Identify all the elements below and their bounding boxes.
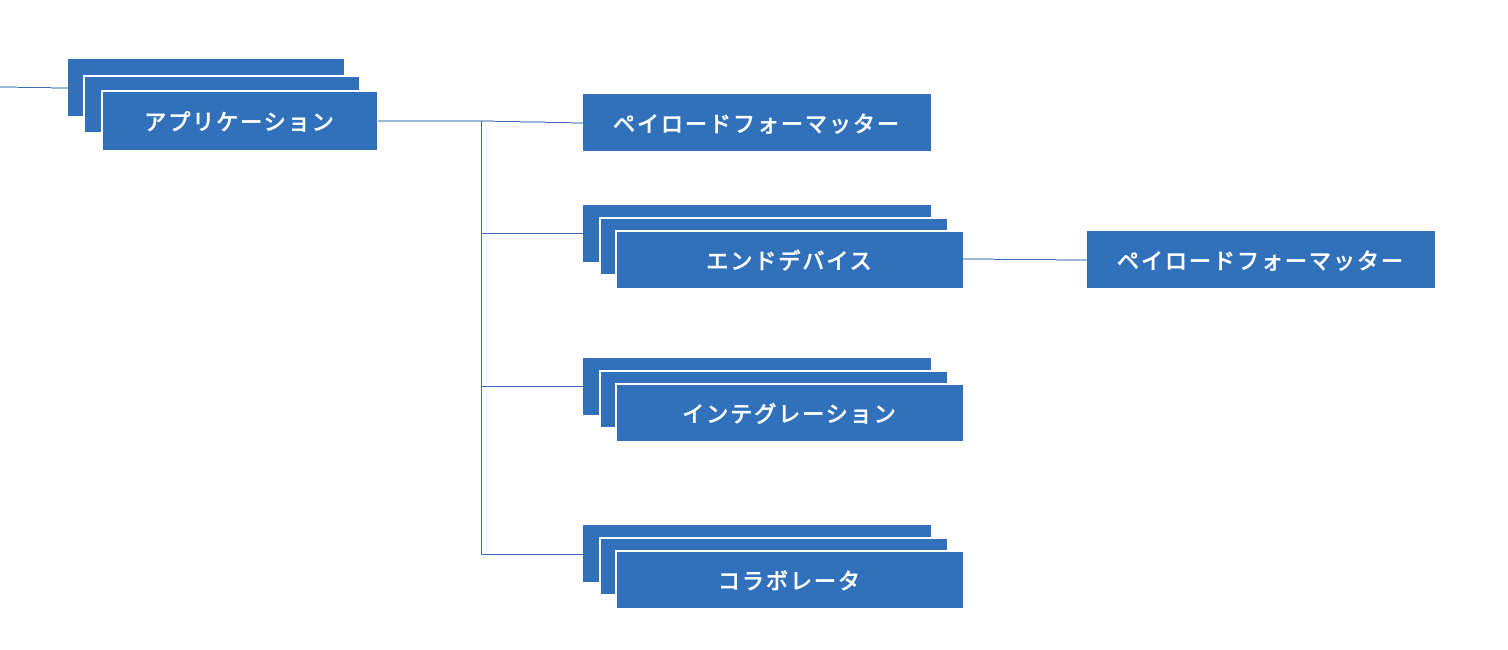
node-payload-formatter-top-label: ペイロードフォーマッター bbox=[612, 112, 901, 138]
node-collaborator-label: コラボレータ bbox=[717, 570, 862, 595]
connector-end-device-to-payload-formatter bbox=[961, 258, 1088, 261]
node-end-device-label: エンドデバイス bbox=[706, 250, 874, 275]
node-payload-formatter-right-label: ペイロードフォーマッター bbox=[1116, 249, 1405, 275]
node-integration[interactable]: インテグレーション bbox=[583, 358, 963, 441]
node-application-layer-front: アプリケーション bbox=[101, 90, 377, 150]
node-collaborator-layer-front: コラボレータ bbox=[615, 550, 963, 608]
node-payload-formatter-top[interactable]: ペイロードフォーマッター bbox=[583, 94, 931, 151]
node-collaborator[interactable]: コラボレータ bbox=[583, 525, 963, 608]
connector-to-payload-formatter-top bbox=[481, 120, 584, 124]
node-application-label: アプリケーション bbox=[144, 111, 336, 136]
node-integration-layer-front: インテグレーション bbox=[615, 383, 963, 441]
node-application[interactable]: アプリケーション bbox=[68, 59, 379, 150]
node-integration-label: インテグレーション bbox=[682, 403, 898, 428]
connector-incoming bbox=[0, 86, 69, 89]
node-end-device-layer-front: エンドデバイス bbox=[615, 230, 963, 288]
node-end-device[interactable]: エンドデバイス bbox=[583, 205, 963, 288]
node-payload-formatter-right[interactable]: ペイロードフォーマッター bbox=[1087, 231, 1435, 288]
